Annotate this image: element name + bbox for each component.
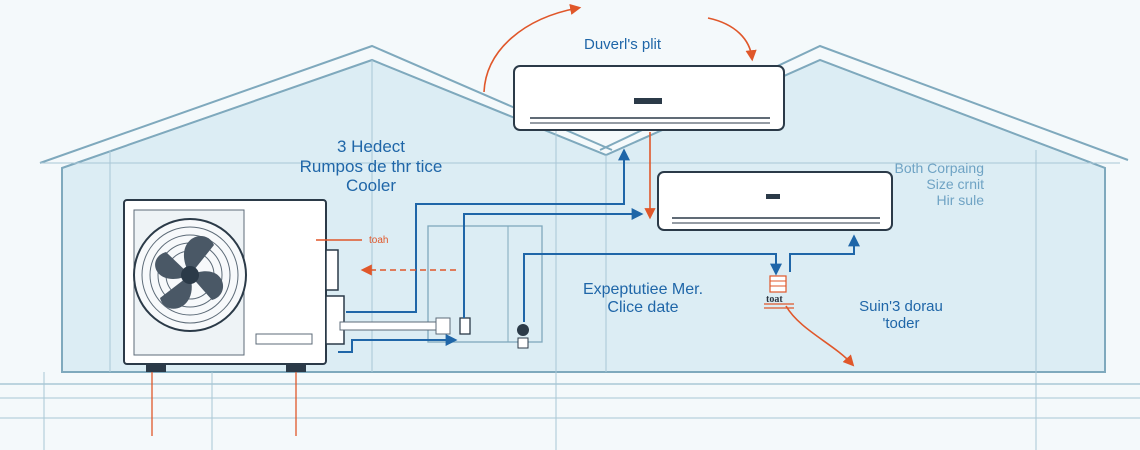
outdoor-unit — [123, 199, 345, 372]
refrigerant-line-4 — [523, 253, 782, 322]
right-label-line-2: Size crnit — [926, 176, 984, 193]
title-label: Duverl's plit — [584, 36, 662, 53]
left-label: 3 Hedect Rumpos de thr tice Cooler — [262, 137, 480, 196]
bottom-label-line-2: 'toder — [882, 315, 920, 333]
coil-icon — [764, 275, 794, 309]
airflow-arrow-top-left — [483, 3, 582, 93]
center-cabinet — [427, 225, 543, 343]
condenser-fan-icon — [133, 218, 247, 332]
refrigerant-lines — [338, 148, 860, 353]
left-label-line-2: Rumpos de thr tice — [299, 156, 443, 176]
left-label-line-1: 3 Hedect — [336, 137, 406, 156]
indoor-unit-right — [657, 171, 893, 231]
outdoor-tag: toah — [369, 235, 389, 246]
center-label-line-2: Clice date — [607, 299, 679, 317]
refrigerant-line-1 — [346, 148, 630, 313]
ground-grid — [0, 372, 1140, 450]
bottom-label-line-1: Suin'3 dorau — [859, 298, 943, 315]
right-label: Both Corpaing Size crnit Hir sule — [834, 160, 984, 208]
refrigerant-line-2 — [463, 208, 644, 318]
center-label: Expeptutiee Mer. Clice date — [548, 281, 738, 318]
right-label-line-1: Both Corpaing — [894, 160, 984, 176]
indoor-unit-top — [513, 65, 785, 131]
airflow-arrows — [316, 3, 855, 367]
wall-split-unit-icon — [657, 171, 893, 231]
right-label-line-3: Hir sule — [936, 192, 984, 209]
airflow-arrow-bottom — [785, 305, 855, 367]
coil-tag: toat — [766, 294, 783, 305]
wall-split-unit-icon — [513, 65, 785, 131]
refrigerant-line-3 — [338, 334, 458, 353]
center-label-line-1: Expeptutiee Mer. — [582, 281, 704, 298]
bottom-label: Suin'3 dorau 'toder — [826, 298, 976, 333]
refrigerant-line-5 — [789, 234, 860, 272]
airflow-arrow-top-right — [707, 17, 757, 62]
left-label-line-3: Cooler — [345, 176, 397, 196]
